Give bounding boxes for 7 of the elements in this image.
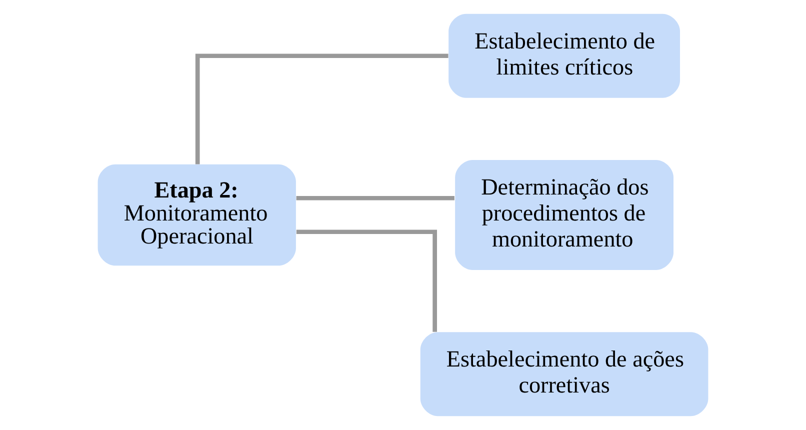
connector	[296, 230, 437, 332]
connector	[296, 196, 454, 200]
node-box: Estabelecimento de limites críticos	[448, 14, 680, 98]
node-box: Estabelecimento de ações corretivas	[420, 332, 708, 416]
node-box: Etapa 2: Monitoramento Operacional	[98, 164, 296, 266]
connector	[195, 54, 448, 164]
node-box: Determinação dos procedimentos de monitoramento	[455, 160, 674, 270]
